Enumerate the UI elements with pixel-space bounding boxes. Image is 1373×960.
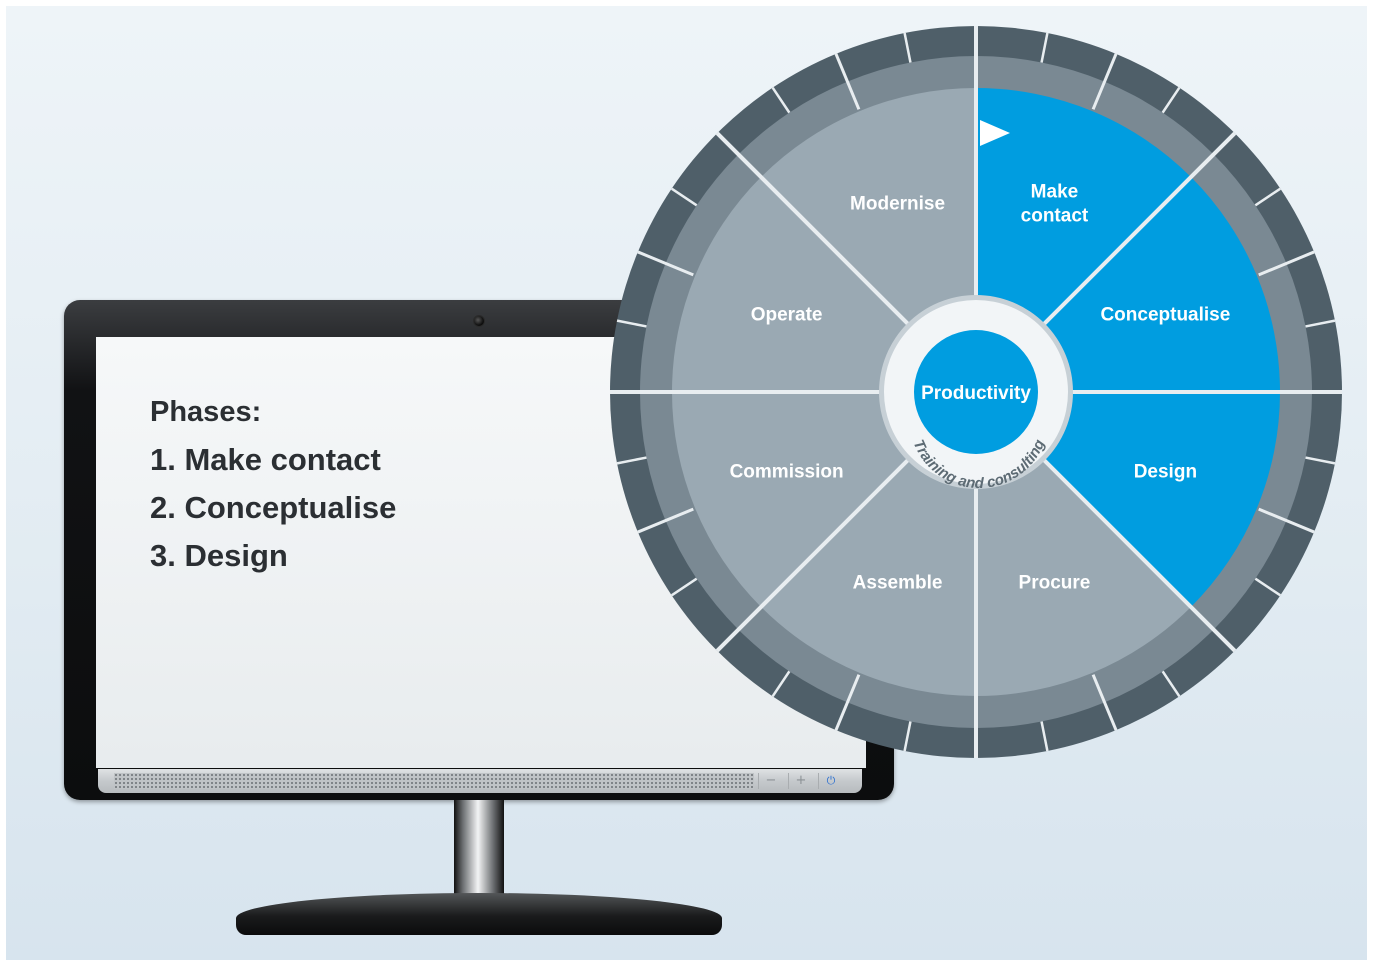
ring-divider bbox=[637, 250, 694, 277]
phases-list: Phases: 1. Make contact 2. Conceptualise… bbox=[150, 388, 396, 580]
ring-divider-minor bbox=[670, 577, 698, 597]
segment-label: Commission bbox=[730, 461, 844, 482]
segment-label: Conceptualise bbox=[1100, 305, 1230, 326]
segment-label-line: Operate bbox=[751, 305, 823, 326]
phase-item-2: 2. Conceptualise bbox=[150, 490, 397, 525]
center-label: Productivity bbox=[921, 383, 1031, 404]
ring-divider-minor bbox=[771, 86, 791, 114]
segment-label-line: Make bbox=[1031, 182, 1079, 203]
ring-divider bbox=[834, 674, 861, 731]
segment-label: Make contact bbox=[1021, 182, 1089, 227]
ring-divider bbox=[1091, 674, 1118, 731]
ring-divider-minor bbox=[903, 32, 912, 63]
ring-divider-minor bbox=[616, 319, 647, 328]
phase-item-3: 3. Design bbox=[150, 538, 288, 573]
segment-label: Modernise bbox=[850, 194, 945, 215]
segment-label-line: contact bbox=[1021, 206, 1089, 227]
ring-divider-minor bbox=[1161, 86, 1181, 114]
phases-title: Phases: bbox=[150, 396, 262, 428]
webcam-icon bbox=[474, 316, 484, 326]
ring-divider-minor bbox=[1040, 32, 1049, 63]
volume-down-button[interactable]: − bbox=[758, 773, 783, 789]
speaker-grille bbox=[114, 773, 754, 789]
power-icon[interactable]: ⏻ bbox=[818, 773, 843, 789]
phase-item-1: 1. Make contact bbox=[150, 442, 381, 477]
ring-divider-minor bbox=[1040, 721, 1049, 752]
segment-label-line: Commission bbox=[730, 461, 844, 482]
segment-label: Design bbox=[1134, 461, 1197, 482]
segment-label: Operate bbox=[751, 305, 823, 326]
ring-divider-minor bbox=[616, 456, 647, 465]
ring-divider-minor bbox=[771, 670, 791, 698]
segment-label-line: Assemble bbox=[853, 572, 943, 593]
center-circle bbox=[914, 330, 1038, 454]
segment-label: Procure bbox=[1019, 572, 1091, 593]
ring-divider-minor bbox=[1254, 187, 1282, 207]
segment-label-line: Design bbox=[1134, 461, 1197, 482]
ring-divider bbox=[1091, 53, 1118, 110]
volume-up-button[interactable]: + bbox=[788, 773, 813, 789]
start-marker-icon bbox=[980, 120, 1010, 146]
segment-label-line: Procure bbox=[1019, 572, 1091, 593]
ring-divider bbox=[637, 507, 694, 534]
ring-divider-minor bbox=[1254, 577, 1282, 597]
monitor-neck bbox=[454, 800, 504, 900]
ring-divider-minor bbox=[1305, 456, 1336, 465]
ring-divider bbox=[1258, 507, 1315, 534]
ring-divider bbox=[834, 53, 861, 110]
ring-divider-minor bbox=[1161, 670, 1181, 698]
ring-divider-minor bbox=[903, 721, 912, 752]
monitor-base bbox=[236, 893, 722, 935]
segment-label-line: Conceptualise bbox=[1100, 305, 1230, 326]
ring-divider bbox=[1258, 250, 1315, 277]
tick-group bbox=[616, 32, 1336, 752]
ring-divider-minor bbox=[670, 187, 698, 207]
ring-divider-minor bbox=[1305, 319, 1336, 328]
segment-label-line: Modernise bbox=[850, 194, 945, 215]
segment-label: Assemble bbox=[853, 572, 943, 593]
